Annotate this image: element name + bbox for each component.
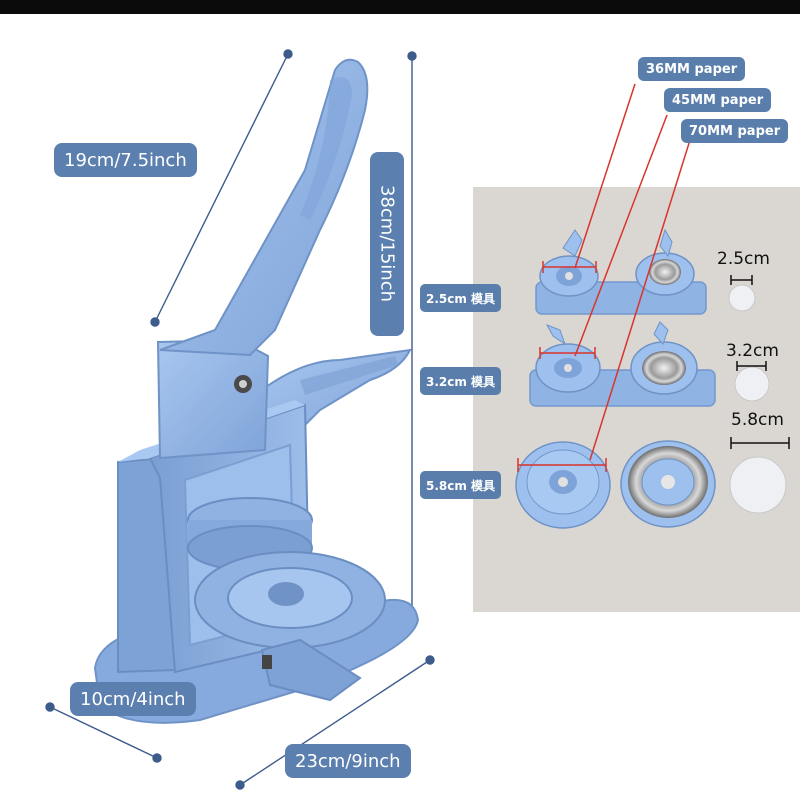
handle-length-label: 19cm/7.5inch xyxy=(54,143,197,177)
button-press-machine xyxy=(93,58,420,724)
width-dimension-line xyxy=(49,706,158,759)
press-head xyxy=(156,338,270,460)
size-text-5-8cm: 5.8cm xyxy=(731,410,784,430)
mold-row-2-5cm xyxy=(535,228,707,315)
mold-row-3-2cm xyxy=(529,321,716,407)
size-text-3-2cm: 3.2cm xyxy=(726,341,779,361)
handle-dimension-line xyxy=(154,53,289,323)
slider-handle xyxy=(260,638,362,702)
mold-label-5-8cm: 5.8cm 模具 xyxy=(420,471,502,499)
paper-label-36mm: 36MM paper xyxy=(638,57,746,81)
mold-photo-panel xyxy=(473,187,800,612)
size-text-2-5cm: 2.5cm xyxy=(717,249,770,269)
depth-dimension-line xyxy=(239,659,431,786)
paper-circle-medium xyxy=(734,366,770,402)
paper-circle-large xyxy=(729,456,787,514)
mold-label-3-2cm: 3.2cm 模具 xyxy=(420,367,502,395)
height-label: 38cm/15inch xyxy=(370,152,404,336)
paper-label-45mm: 45MM paper xyxy=(664,88,772,112)
mold-label-2-5cm: 2.5cm 模具 xyxy=(420,284,502,312)
mold-row-5-8cm xyxy=(515,440,716,529)
depth-label: 23cm/9inch xyxy=(285,744,411,778)
paper-circle-small xyxy=(728,284,756,312)
width-label: 10cm/4inch xyxy=(70,682,196,716)
paper-label-70mm: 70MM paper xyxy=(681,119,789,143)
top-bar xyxy=(0,0,800,14)
pointer-lines xyxy=(517,83,691,472)
